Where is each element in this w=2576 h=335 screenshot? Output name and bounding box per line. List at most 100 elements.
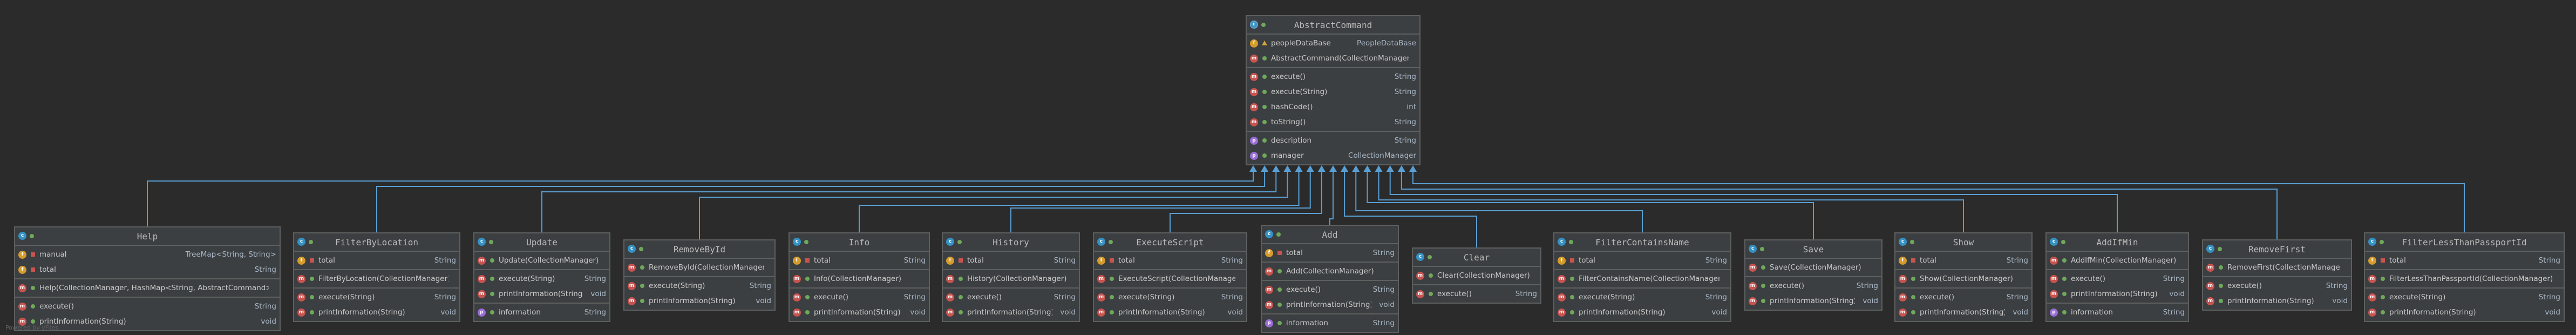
public-visibility-icon [2061, 276, 2068, 282]
public-visibility-icon [1760, 298, 1766, 304]
member-name: printInformation(String) [39, 317, 126, 326]
member-type: String [1394, 118, 1416, 126]
member-type: String [2006, 293, 2028, 302]
member-name: execute(String) [318, 293, 375, 302]
public-visibility-icon [956, 239, 963, 245]
class-name: ExecuteScript [1136, 237, 1204, 247]
class-name: FilterByLocation [335, 237, 419, 247]
class-name: Info [848, 237, 870, 247]
method-icon: m [2050, 274, 2058, 283]
method-icon: m [793, 308, 801, 317]
class-icon: c [2368, 238, 2376, 246]
private-visibility-icon [804, 257, 811, 264]
method-icon: m [478, 290, 486, 298]
field-icon: f [793, 256, 801, 265]
public-visibility-icon [1261, 73, 1268, 80]
inheritance-arrowhead-add [1329, 165, 1337, 172]
